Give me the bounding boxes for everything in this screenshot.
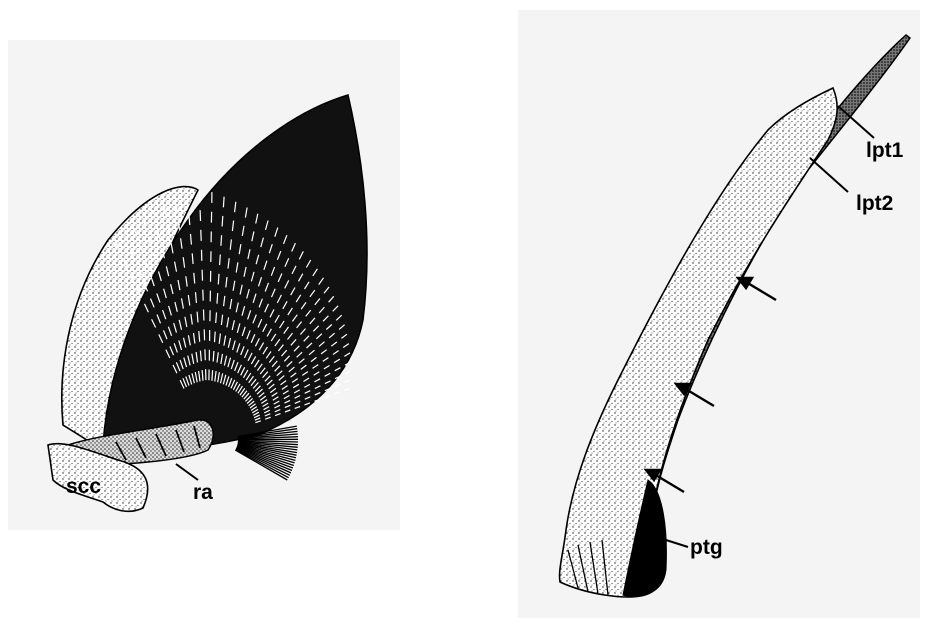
ray-fringe: [238, 439, 298, 440]
ra-leader-line: [176, 464, 198, 480]
element-panel: lpt1 lpt2 ptg: [518, 10, 920, 618]
ray-segment: [213, 351, 214, 362]
ray-segment: [212, 370, 213, 381]
lpt2-leader-line: [810, 158, 848, 192]
label-ptg: ptg: [690, 537, 723, 558]
ray-segment: [335, 384, 341, 386]
ray-segment: [222, 216, 223, 227]
label-scc: scc: [66, 476, 101, 497]
label-lpt2: lpt2: [856, 193, 893, 214]
label-ra: ra: [193, 482, 213, 503]
ptg-leader-line: [666, 540, 688, 547]
elongated-element: [560, 88, 838, 597]
element-illustration: [518, 10, 920, 618]
arrow-icon: [738, 278, 776, 300]
fin-illustration: [8, 40, 400, 530]
ray-segment: [216, 312, 217, 323]
fin-panel: scc ra: [8, 40, 400, 530]
ray-segment: [345, 371, 351, 374]
ray-segment: [223, 197, 224, 208]
ray-segment: [218, 274, 219, 285]
ray-segment: [345, 380, 351, 382]
ray-segment: [221, 235, 222, 246]
ray-segment: [215, 332, 216, 343]
ray-segment: [334, 392, 339, 394]
ray-segment: [344, 389, 349, 391]
ray-segment: [220, 255, 221, 266]
ray-segment: [324, 396, 329, 398]
ray-segment: [217, 293, 218, 304]
label-lpt1: lpt1: [866, 140, 903, 161]
